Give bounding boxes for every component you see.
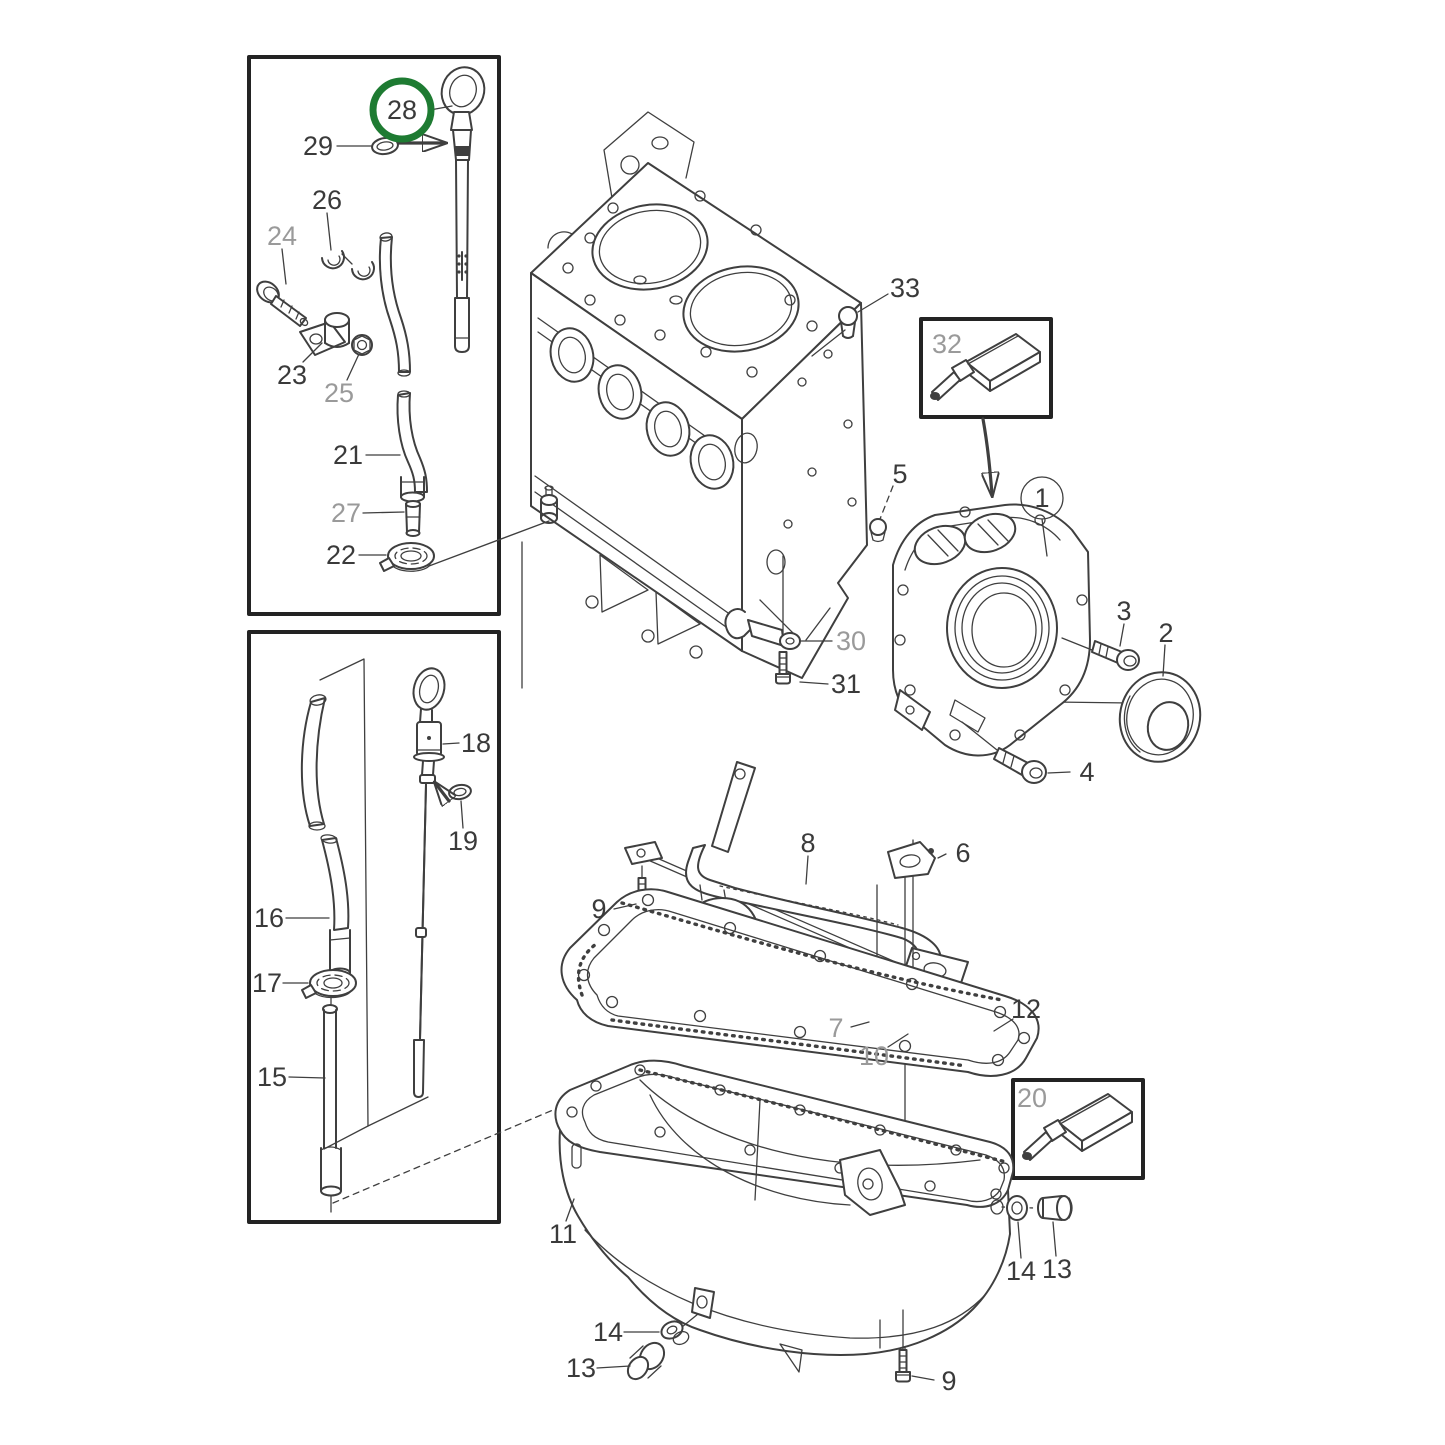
callout-26[interactable]: 26 bbox=[312, 185, 342, 215]
callout-16[interactable]: 16 bbox=[254, 903, 284, 933]
tube-clamp-26 bbox=[321, 250, 375, 281]
pan-bolt-9-bottom bbox=[879, 1309, 904, 1351]
callout-6[interactable]: 6 bbox=[955, 838, 970, 868]
callout-9c[interactable]: 9 bbox=[941, 1366, 956, 1396]
highlight-circle-28[interactable] bbox=[369, 77, 435, 143]
callout-30[interactable]: 30 bbox=[836, 626, 866, 656]
callout-circle-1[interactable] bbox=[1020, 476, 1064, 520]
bracket-clamp-23 bbox=[299, 312, 350, 356]
dipstick-18-drawing bbox=[412, 667, 446, 1098]
callout-13b[interactable]: 13 bbox=[566, 1353, 596, 1383]
callout-14b[interactable]: 14 bbox=[593, 1317, 623, 1347]
callout-1[interactable]: 1 bbox=[1034, 483, 1049, 513]
tube-flange-22 bbox=[379, 520, 550, 689]
callout-19[interactable]: 19 bbox=[448, 826, 478, 856]
callout-9a[interactable]: 9 bbox=[591, 894, 606, 924]
upper-tube-21 bbox=[378, 232, 428, 503]
callout-24[interactable]: 24 bbox=[267, 221, 297, 251]
inset-box-bottom-left bbox=[247, 630, 501, 1224]
guide-tube-15 bbox=[320, 995, 342, 1213]
oil-pan-gasket-12 bbox=[560, 888, 1040, 1077]
callout-23[interactable]: 23 bbox=[277, 360, 307, 390]
tube-fitting-27 bbox=[405, 500, 421, 537]
callout-25[interactable]: 25 bbox=[324, 378, 354, 408]
drain-washer-14-right bbox=[1001, 1195, 1036, 1221]
callout-10[interactable]: 10 bbox=[859, 1041, 889, 1071]
sealant-box-20 bbox=[1011, 1078, 1145, 1180]
pump-bolt-4 bbox=[961, 721, 1047, 784]
engine-block-drawing bbox=[530, 111, 868, 679]
sealant-apply-arrow bbox=[983, 417, 992, 494]
callout-5[interactable]: 5 bbox=[892, 459, 907, 489]
drain-plug-13-bottom bbox=[626, 1341, 666, 1381]
callout-28[interactable]: 28 bbox=[387, 95, 417, 125]
callout-33[interactable]: 33 bbox=[890, 273, 920, 303]
drain-plug-13-right bbox=[1037, 1195, 1073, 1221]
callout-14r[interactable]: 14 bbox=[1006, 1256, 1036, 1286]
backdrop-panel bbox=[319, 658, 554, 1204]
tube-flange-17 bbox=[301, 969, 357, 999]
oil-pan-drawing bbox=[554, 1059, 1015, 1373]
crank-seal-2 bbox=[1118, 671, 1202, 763]
callout-7[interactable]: 7 bbox=[828, 1013, 843, 1043]
callout-21[interactable]: 21 bbox=[333, 440, 363, 470]
callout-13r[interactable]: 13 bbox=[1042, 1254, 1072, 1284]
oil-pump-drawing bbox=[892, 503, 1131, 757]
callout-29[interactable]: 29 bbox=[303, 131, 333, 161]
callout-3[interactable]: 3 bbox=[1116, 596, 1131, 626]
hose-16-drawing bbox=[300, 694, 351, 979]
o-ring-29 bbox=[371, 136, 399, 156]
sealant-box-32 bbox=[919, 317, 1053, 419]
callout-32[interactable]: 32 bbox=[932, 329, 962, 359]
nut-25 bbox=[351, 334, 373, 356]
leader-lines bbox=[281, 105, 1166, 1381]
callout-8[interactable]: 8 bbox=[800, 828, 815, 858]
oil-squirter-30 bbox=[724, 555, 801, 650]
oil-gallery-plug-5 bbox=[869, 518, 887, 543]
o-ring-19-arrow bbox=[436, 784, 449, 801]
bracket-9 bbox=[624, 841, 663, 879]
callout-17[interactable]: 17 bbox=[252, 968, 282, 998]
o-ring-19 bbox=[448, 783, 472, 801]
dipstick-28-drawing bbox=[440, 66, 486, 353]
callout-27[interactable]: 27 bbox=[331, 498, 361, 528]
dipstick-tube-boss bbox=[540, 485, 558, 524]
callout-18[interactable]: 18 bbox=[461, 728, 491, 758]
callout-15[interactable]: 15 bbox=[257, 1062, 287, 1092]
pump-bolt-3 bbox=[1061, 637, 1140, 671]
blind-plug-33 bbox=[811, 306, 858, 357]
callout-12[interactable]: 12 bbox=[1011, 994, 1041, 1024]
callout-20[interactable]: 20 bbox=[1017, 1083, 1047, 1113]
drain-washer-14-bottom bbox=[660, 1313, 699, 1346]
callout-4[interactable]: 4 bbox=[1079, 757, 1094, 787]
callout-31[interactable]: 31 bbox=[831, 669, 861, 699]
callout-22[interactable]: 22 bbox=[326, 540, 356, 570]
bolt-24 bbox=[256, 280, 309, 327]
inset-box-top-left bbox=[247, 55, 501, 616]
callout-11[interactable]: 11 bbox=[549, 1219, 577, 1249]
callout-2[interactable]: 2 bbox=[1158, 618, 1173, 648]
